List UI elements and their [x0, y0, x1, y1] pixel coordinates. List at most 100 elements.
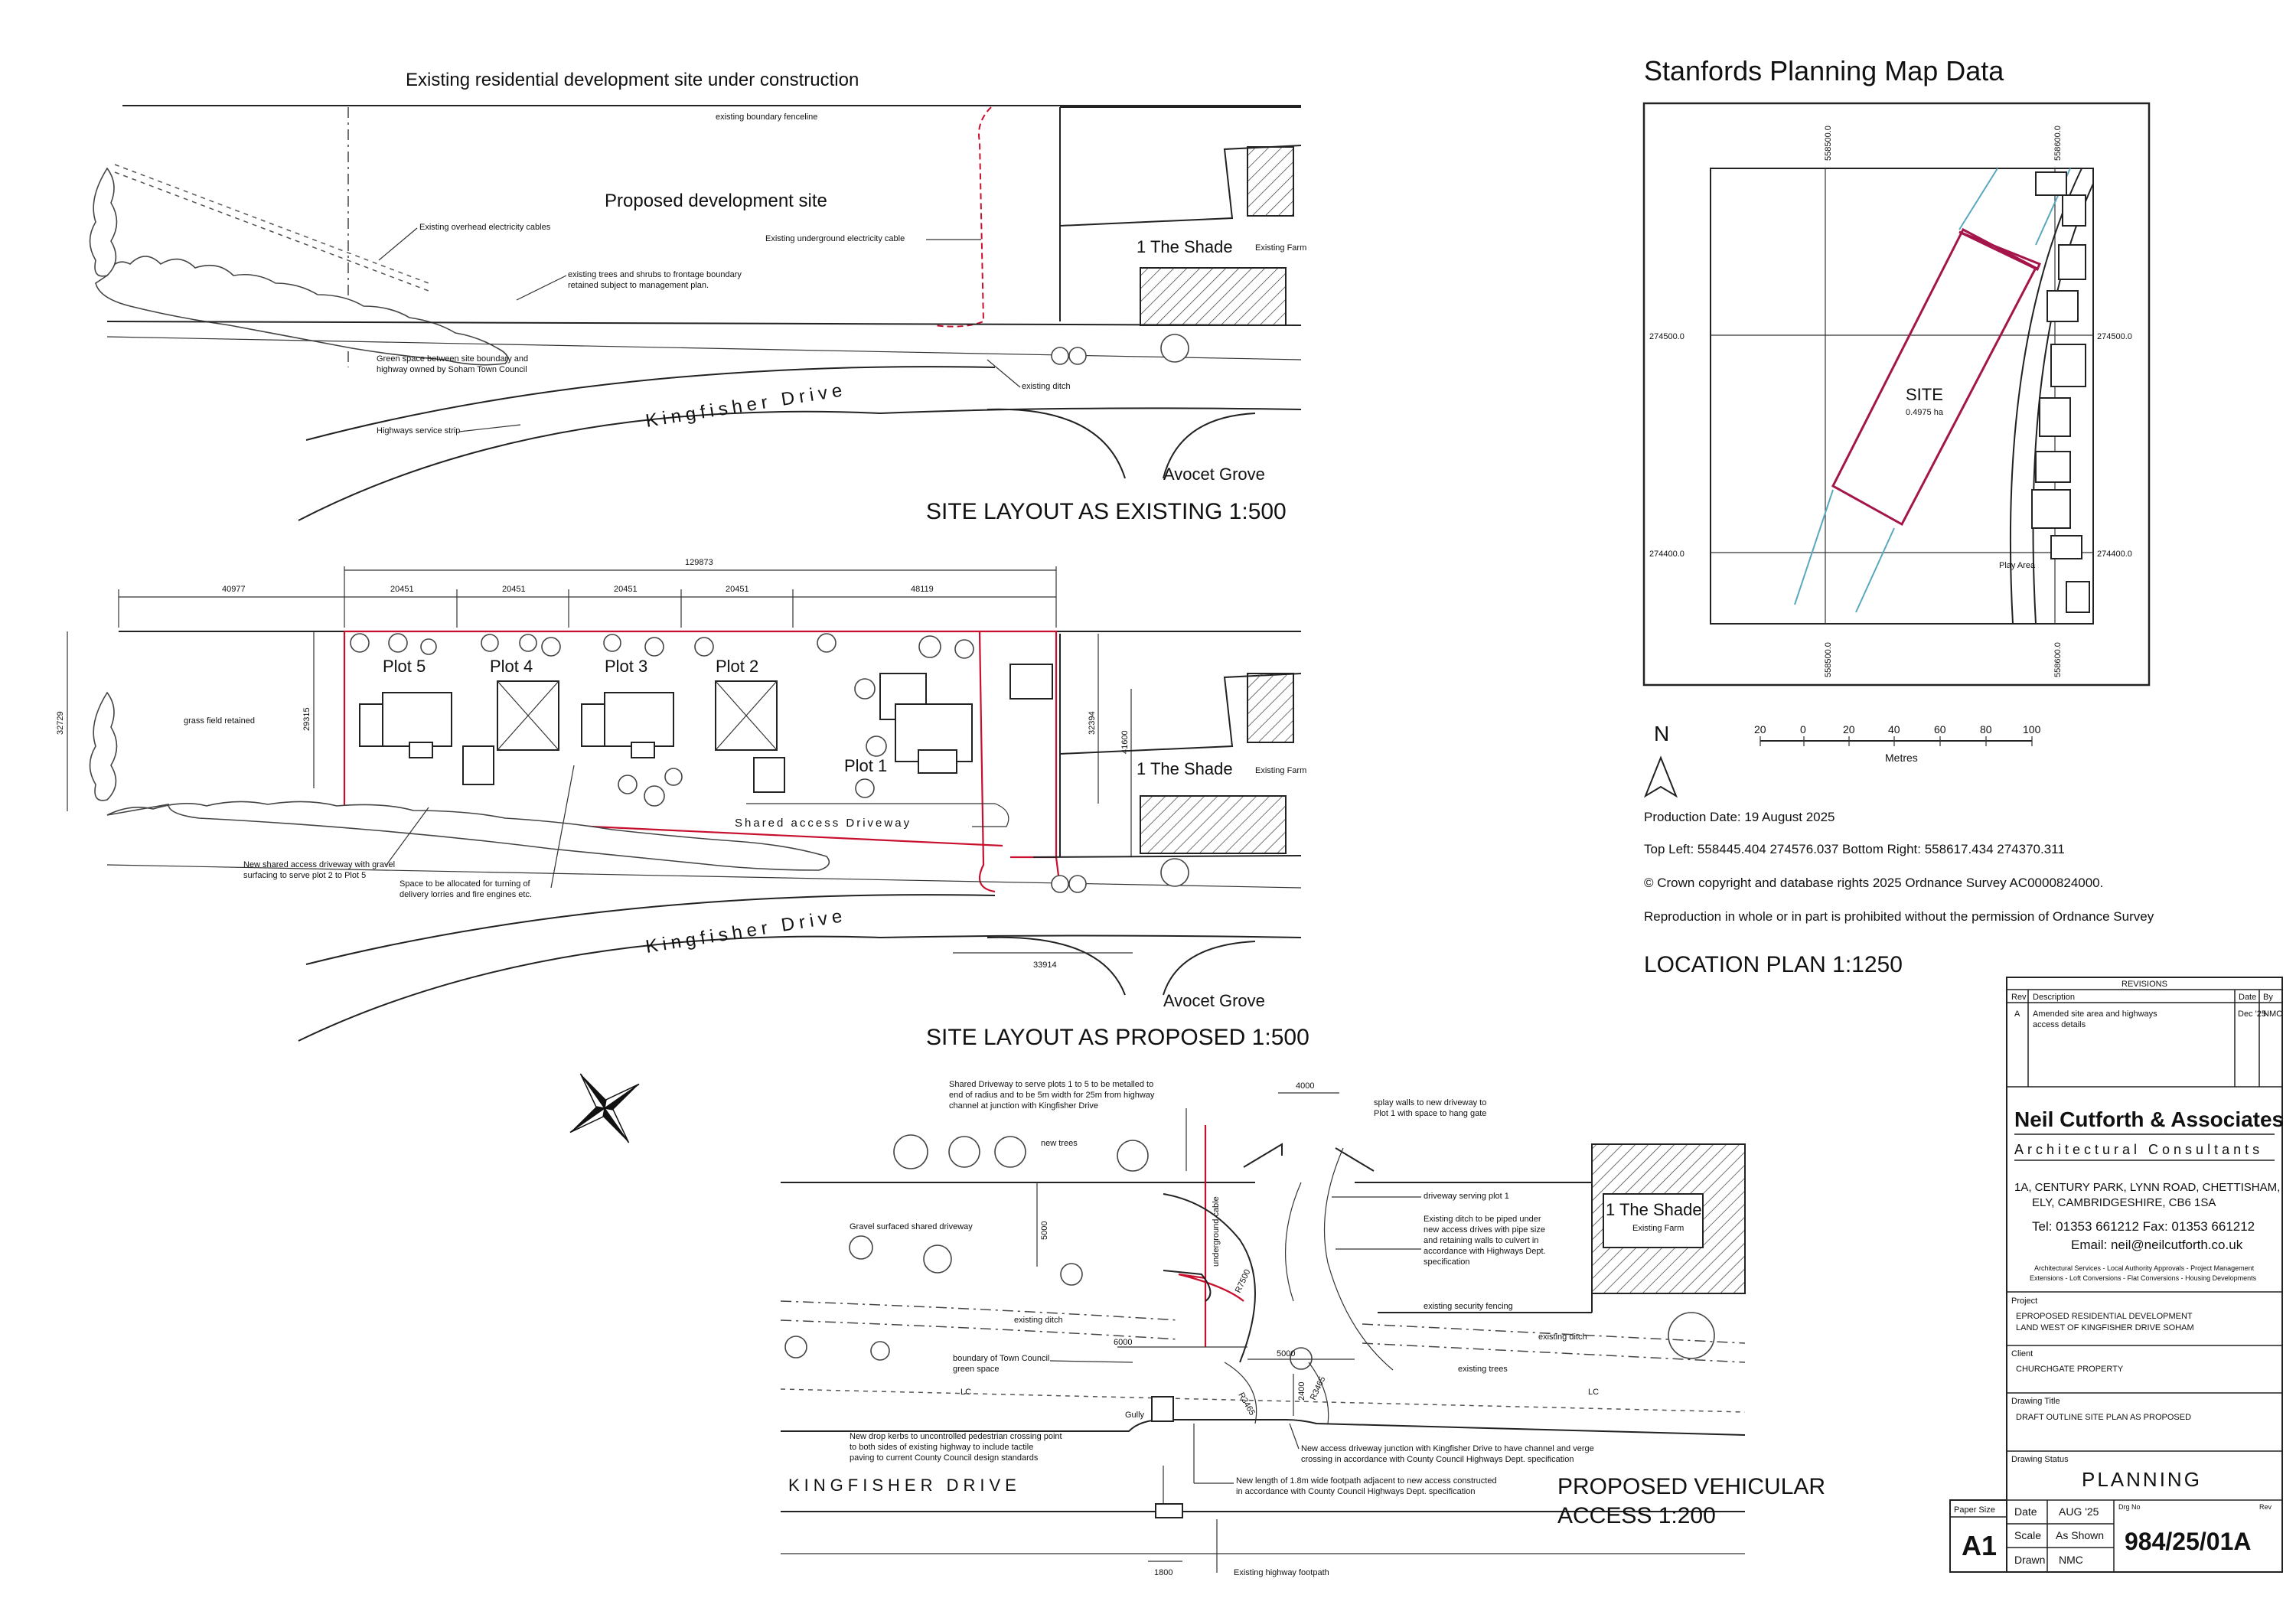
tree-belt	[89, 167, 509, 366]
scale-tick-5: 80	[1980, 723, 1992, 735]
side-road-existing: Avocet Grove	[1163, 465, 1265, 484]
dim-3: 20451	[502, 585, 526, 594]
existing-ditch-label-a: existing ditch	[1014, 1316, 1063, 1325]
phone: Tel: 01353 661212 Fax: 01353 661212	[2032, 1219, 2255, 1234]
email: Email: neil@neilcutforth.co.uk	[2071, 1238, 2243, 1252]
x-right-top: 558600.0	[2053, 126, 2063, 161]
company-subtitle: Architectural Consultants	[2014, 1142, 2263, 1157]
existing-layout-title: SITE LAYOUT AS EXISTING 1:500	[926, 499, 1287, 524]
existing-heading: Existing residential development site un…	[406, 70, 859, 90]
ug-cable-label: underground cable	[1212, 1196, 1221, 1267]
project-label: Project	[2011, 1296, 2037, 1306]
y-bottom-left: 274400.0	[1649, 550, 1684, 559]
revisions-heading: REVISIONS	[2122, 980, 2167, 989]
drg-no-label: Drg No	[2118, 1503, 2141, 1511]
kerbs-note-1: New drop kerbs to uncontrolled pedestria…	[850, 1432, 1062, 1441]
scale-value: As Shown	[2056, 1529, 2104, 1541]
splay-note-1: splay walls to new driveway to	[1374, 1098, 1486, 1107]
dim-4000: 4000	[1296, 1081, 1314, 1091]
farm-label-existing: Existing Farm	[1255, 243, 1306, 253]
rev-label: Rev	[2259, 1503, 2272, 1511]
junction-note-2: crossing in accordance with County Counc…	[1301, 1455, 1574, 1464]
drawn-value: NMC	[2059, 1554, 2083, 1566]
trees-note-2: retained subject to management plan.	[568, 281, 709, 290]
services-2: Extensions - Loft Conversions - Flat Con…	[2030, 1274, 2257, 1282]
client-label: Client	[2011, 1349, 2033, 1358]
scale-bar	[1760, 736, 2033, 746]
site-area: 0.4975 ha	[1906, 408, 1944, 417]
overhead-cable-line	[114, 164, 429, 284]
dim-2400: 2400	[1297, 1382, 1306, 1401]
dim-5000b: 5000	[1277, 1349, 1295, 1358]
location-heading: Stanfords Planning Map Data	[1644, 55, 2004, 86]
y-top-left: 274500.0	[1649, 332, 1684, 341]
paper-size-label: Paper Size	[1954, 1505, 1995, 1515]
proposed-site-label: Proposed development site	[605, 191, 827, 211]
copyright: © Crown copyright and database rights 20…	[1644, 876, 2103, 890]
new-drive-note-1: New shared access driveway with gravel	[243, 860, 395, 869]
dim-5: 20451	[726, 585, 749, 594]
new-drive-note-2: surfacing to serve plot 2 to Plot 5	[243, 871, 366, 880]
scale-tick-4: 60	[1934, 723, 1946, 735]
status-label: Drawing Status	[2011, 1455, 2069, 1464]
rev-desc-2: access details	[2033, 1020, 2086, 1029]
existing-ditch-label: existing ditch	[1022, 382, 1071, 391]
house-name-access: 1 The Shade	[1606, 1200, 1702, 1219]
company-name: Neil Cutforth & Associates	[2014, 1107, 2284, 1131]
y-bottom-right: 274400.0	[2097, 550, 2132, 559]
ditch-pipe-5: specification	[1424, 1257, 1470, 1267]
shared-drive-note-2: end of radius and to be 5m width for 25m…	[949, 1091, 1155, 1100]
status-value: PLANNING	[2082, 1468, 2202, 1491]
scale-unit: Metres	[1885, 752, 1918, 764]
date-label: Date	[2014, 1505, 2037, 1518]
shared-drive-note-1: Shared Driveway to serve plots 1 to 5 to…	[949, 1080, 1153, 1089]
existing-ditch-label-b: existing ditch	[1538, 1332, 1587, 1342]
underground-cable-label: Existing underground electricity cable	[765, 234, 905, 243]
kerbs-note-3: paving to current County Council design …	[850, 1453, 1039, 1463]
ditch-pipe-1: Existing ditch to be piped under	[1424, 1215, 1541, 1224]
plot-houses	[359, 664, 1053, 793]
overhead-cables-label: Existing overhead electricity cables	[419, 223, 551, 232]
dim-6: 48119	[911, 585, 934, 594]
overall-dim: 129873	[685, 558, 713, 567]
access-boundary	[1178, 1125, 1244, 1347]
drawing-title-label: Drawing Title	[2011, 1397, 2060, 1406]
address-1: 1A, CENTURY PARK, LYNN ROAD, CHETTISHAM,	[2014, 1181, 2280, 1194]
shared-drive-note-3: channel at junction with Kingfisher Driv…	[949, 1101, 1098, 1111]
plot-4-label: Plot 4	[490, 657, 533, 676]
r3465-b: R3465	[1309, 1375, 1328, 1401]
access-title-2: ACCESS 1:200	[1557, 1503, 1716, 1528]
grass-field-label: grass field retained	[184, 716, 255, 726]
services-1: Architectural Services - Local Authority…	[2034, 1264, 2255, 1272]
house-name-existing: 1 The Shade	[1137, 237, 1233, 256]
junction-note-1: New access driveway junction with Kingfi…	[1301, 1444, 1594, 1453]
gully-label: Gully	[1125, 1411, 1145, 1420]
map-extent: Top Left: 558445.404 274576.037 Bottom R…	[1644, 842, 2065, 856]
dim-1800: 1800	[1154, 1568, 1172, 1577]
rev-by: NMC	[2263, 1009, 2282, 1019]
reproduction-note: Reproduction in whole or in part is proh…	[1644, 909, 2154, 924]
splay-note-2: Plot 1 with space to hang gate	[1374, 1109, 1486, 1118]
north-arrow-icon	[1643, 755, 1678, 798]
rev-letter: A	[2014, 1009, 2020, 1019]
existing-site-boundary	[933, 106, 992, 328]
driveway-plot1-label: driveway serving plot 1	[1424, 1192, 1509, 1201]
project-2: LAND WEST OF KINGFISHER DRIVE SOHAM	[2016, 1323, 2194, 1332]
left-dim: 32729	[56, 711, 65, 735]
footpath-note-1: New length of 1.8m wide footpath adjacen…	[1236, 1476, 1497, 1486]
lc-label-1: LC	[960, 1388, 971, 1397]
road-name-proposed: Kingfisher Drive	[644, 905, 848, 957]
green-space-note-1: Green space between site boundary and	[377, 354, 528, 364]
existing-farm-building	[1140, 267, 1287, 326]
dim-1: 40977	[222, 585, 246, 594]
lc-label-2: LC	[1588, 1388, 1599, 1397]
gravel-label: Gravel surfaced shared driveway	[850, 1222, 973, 1231]
dim-6000: 6000	[1114, 1338, 1132, 1347]
plot-trees	[350, 633, 974, 807]
map-buildings	[2031, 171, 2090, 613]
location-title: LOCATION PLAN 1:1250	[1644, 952, 1903, 977]
y-top-right: 274500.0	[2097, 332, 2132, 341]
ditch-pipe-3: and retaining walls to culvert in	[1424, 1236, 1538, 1245]
date-value: AUG '25	[2059, 1505, 2099, 1518]
